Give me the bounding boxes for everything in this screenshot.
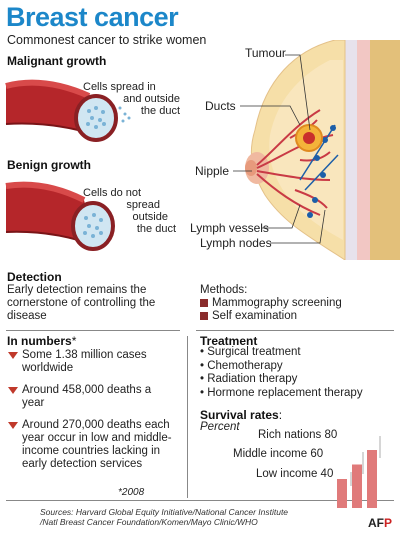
survival-bar-chart (337, 436, 381, 508)
numbers-footnote: *2008 (118, 487, 145, 498)
benign-duct-illustration (5, 181, 115, 251)
label-lymph-vessels: Lymph vessels (190, 221, 269, 235)
survival-title: Survival rates: (200, 408, 283, 422)
method-label: Self examination (212, 310, 298, 322)
sources: Sources: Harvard Global Equity Initiativ… (40, 507, 350, 527)
survival-bar-low-income (337, 479, 347, 508)
divider-vertical (187, 336, 188, 498)
treatment-item: Radiation therapy (200, 373, 363, 387)
square-bullet-icon (200, 299, 208, 307)
label-ducts: Ducts (205, 99, 236, 113)
malignant-title: Malignant growth (7, 54, 107, 68)
method-label: Mammography screening (212, 297, 342, 309)
stat-item: Around 458,000 deaths a year (8, 384, 168, 410)
treatment-list: Surgical treatment Chemotherapy Radiatio… (200, 346, 363, 401)
benign-text-3: outside (132, 211, 168, 223)
method-item-2: Self examination (200, 310, 297, 322)
breast-anatomy-illustration (245, 40, 400, 260)
agency-logo: AFP (367, 516, 392, 530)
bar-label-low: Low income 40 (256, 468, 334, 480)
stat-text: Around 270,000 deaths each year occur in… (22, 419, 172, 470)
triangle-bullet-icon (8, 387, 18, 394)
stat-item: Some 1.38 million cases worldwide (8, 349, 168, 375)
label-nipple: Nipple (195, 164, 230, 178)
anatomy-leader-lines (233, 54, 326, 244)
survival-bar-middle-income (352, 464, 362, 508)
divider (6, 330, 180, 331)
treatment-item: Chemotherapy (200, 360, 363, 374)
malignant-text-1: Cells spread in (83, 81, 156, 93)
bar-label-middle: Middle income 60 (233, 448, 324, 460)
benign-text-4: the duct (136, 223, 176, 235)
detection-title: Detection (7, 270, 62, 284)
sources-line: Sources: Harvard Global Equity Initiativ… (40, 507, 289, 517)
numbers-title: In numbers* (7, 334, 77, 348)
page-subtitle: Commonest cancer to strike women (7, 33, 207, 47)
square-bullet-icon (200, 312, 208, 320)
divider (6, 500, 394, 501)
detection-text-3: disease (7, 310, 47, 322)
page-title: Breast cancer (6, 2, 179, 32)
triangle-bullet-icon (8, 422, 18, 429)
triangle-bullet-icon (8, 352, 18, 359)
stat-text: Around 458,000 deaths a year (22, 384, 152, 409)
malignant-text-2: and outside (123, 93, 180, 105)
treatment-title: Treatment (200, 334, 258, 348)
method-item-1: Mammography screening (200, 297, 342, 309)
stat-item: Around 270,000 deaths each year occur in… (8, 419, 173, 471)
malignant-text-3: the duct (140, 105, 180, 117)
malignant-duct-illustration (5, 79, 131, 142)
label-tumour: Tumour (245, 46, 286, 60)
benign-text-2: spread (126, 199, 160, 211)
treatment-item: Surgical treatment (200, 346, 363, 360)
divider (196, 330, 394, 331)
benign-text-1: Cells do not (83, 187, 142, 199)
bar-label-rich: Rich nations 80 (258, 429, 338, 441)
survival-unit: Percent (200, 421, 240, 433)
stat-text: Some 1.38 million cases worldwide (22, 349, 147, 374)
sources-line: /Natl Breast Cancer Foundation/Komen/May… (40, 517, 258, 527)
detection-text-2: cornerstone of controlling the (7, 297, 156, 309)
benign-title: Benign growth (7, 158, 91, 172)
detection-text-1: Early detection remains the (7, 284, 147, 296)
methods-title: Methods: (200, 284, 248, 296)
label-lymph-nodes: Lymph nodes (200, 236, 272, 250)
survival-bar-rich-nations (367, 450, 377, 508)
treatment-item: Hormone replacement therapy (200, 387, 362, 401)
